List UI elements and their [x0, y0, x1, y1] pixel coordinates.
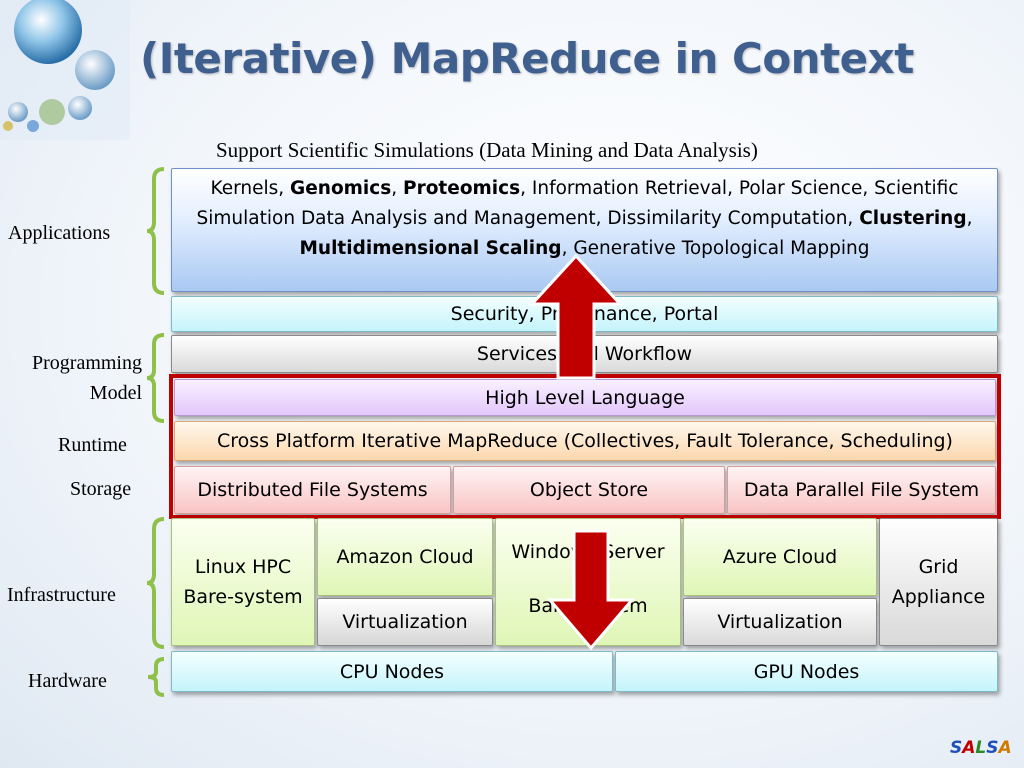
- infra-linux-hpc-label: Linux HPC Bare-system: [183, 556, 303, 608]
- infra-virtualization-right: Virtualization: [683, 598, 877, 646]
- infra-linux-hpc: Linux HPC Bare-system: [171, 518, 315, 646]
- slide-title: (Iterative) MapReduce in Context: [140, 34, 914, 83]
- apps-text-kernels: Kernels,: [210, 178, 291, 199]
- applications-box: Kernels, Genomics, Proteomics, Informati…: [171, 168, 998, 292]
- brace-infrastructure-icon: [146, 517, 165, 649]
- label-infrastructure: Infrastructure: [7, 584, 116, 606]
- high-level-language-box: High Level Language: [174, 379, 996, 416]
- storage-distributed-fs: Distributed File Systems: [174, 466, 451, 514]
- apps-text-middle: , Information Retrieval, Polar Science, …: [196, 178, 959, 229]
- brace-programming-model-icon: [146, 333, 165, 423]
- hardware-cpu-nodes: CPU Nodes: [171, 651, 613, 692]
- up-arrow-icon: [528, 253, 624, 380]
- salsa-l: L: [975, 738, 987, 758]
- label-programming-model: Programming Model: [32, 352, 142, 404]
- infra-amazon-cloud: Amazon Cloud: [317, 518, 493, 596]
- storage-data-parallel-fs: Data Parallel File System: [727, 466, 996, 514]
- label-applications: Applications: [8, 222, 111, 244]
- storage-object-store: Object Store: [453, 466, 725, 514]
- salsa-s2: S: [986, 738, 999, 758]
- hardware-gpu-nodes: GPU Nodes: [615, 651, 998, 692]
- apps-text-sep2: ,: [966, 208, 973, 229]
- slide-subtitle: Support Scientific Simulations (Data Min…: [216, 138, 758, 162]
- iterative-mapreduce-frame: [169, 374, 1001, 519]
- infra-grid-appliance: Grid Appliance: [879, 518, 998, 646]
- salsa-brand: SALSA: [950, 738, 1012, 758]
- label-runtime: Runtime: [58, 434, 127, 456]
- globe-logo-icon: [0, 0, 130, 140]
- salsa-a1: A: [962, 738, 976, 758]
- salsa-s1: S: [950, 738, 963, 758]
- apps-text-genomics: Genomics: [290, 178, 392, 199]
- infra-grid-appliance-label: Grid Appliance: [891, 556, 986, 608]
- infra-virtualization-left: Virtualization: [317, 598, 493, 646]
- label-hardware: Hardware: [28, 670, 107, 692]
- apps-text-proteomics: Proteomics: [403, 178, 521, 199]
- apps-text-gtm: , Generative Topological Mapping: [561, 238, 870, 259]
- apps-text-sep1: ,: [391, 178, 404, 199]
- brace-applications-icon: [146, 167, 165, 295]
- salsa-a2: A: [998, 738, 1012, 758]
- apps-text-clustering: Clustering: [859, 208, 967, 229]
- brace-hardware-icon: [147, 657, 165, 697]
- apps-text-mds: Multidimensional Scaling: [299, 238, 562, 259]
- runtime-box: Cross Platform Iterative MapReduce (Coll…: [174, 421, 996, 461]
- down-arrow-icon: [546, 529, 636, 651]
- label-storage: Storage: [70, 478, 132, 500]
- infra-azure-cloud: Azure Cloud: [683, 518, 877, 596]
